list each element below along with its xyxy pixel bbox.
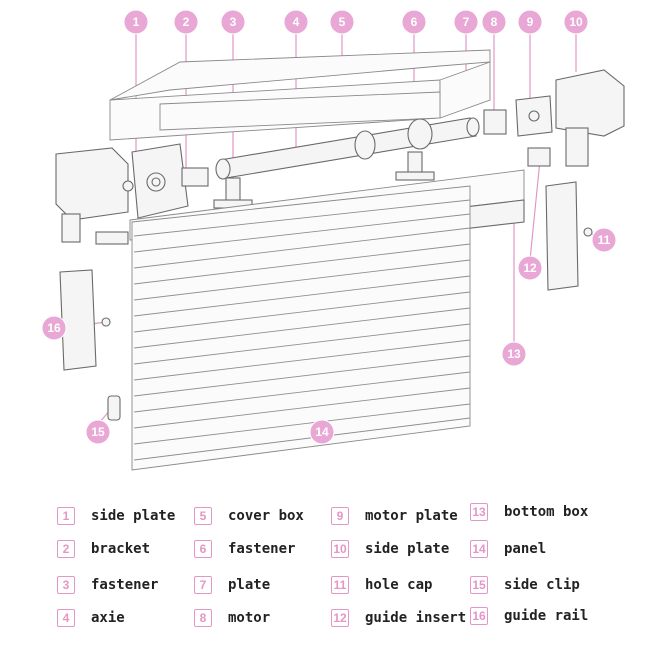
callout-2: 2: [173, 9, 199, 35]
legend-item-14: 14 panel: [470, 537, 546, 561]
callout-11: 11: [591, 227, 617, 253]
svg-text:3: 3: [230, 15, 237, 29]
svg-text:13: 13: [507, 347, 521, 361]
guide-rail-right-part: [545, 181, 593, 291]
svg-text:14: 14: [315, 425, 329, 439]
legend-label: hole cap: [365, 577, 433, 593]
svg-text:4: 4: [293, 15, 300, 29]
callout-4: 4: [283, 9, 309, 35]
callout-14: 14: [309, 419, 335, 445]
legend-label: plate: [228, 577, 271, 593]
legend-label: guide rail: [504, 608, 589, 624]
legend-badge: 16: [470, 607, 488, 625]
svg-text:11: 11: [598, 233, 611, 247]
callout-7: 7: [453, 9, 479, 35]
callout-15: 15: [85, 419, 111, 445]
callout-5: 5: [329, 9, 355, 35]
legend-item-4: 4 axie: [57, 606, 125, 630]
svg-text:2: 2: [183, 15, 190, 29]
callout-9: 9: [517, 9, 543, 35]
callout-8: 8: [481, 9, 507, 35]
guide-rail-left-part: [59, 269, 111, 371]
legend-item-2: 2 bracket: [57, 537, 150, 561]
legend-item-1: 1 side plate: [57, 504, 175, 528]
side-clip-part: [107, 395, 121, 421]
side-plate-left-part: [55, 147, 134, 243]
legend-badge: 6: [194, 540, 212, 558]
legend-item-15: 15 side clip: [470, 573, 580, 597]
svg-text:12: 12: [523, 261, 537, 275]
fastener-left-part: [213, 177, 253, 209]
svg-text:7: 7: [463, 15, 470, 29]
legend-label: side plate: [91, 508, 176, 524]
legend-label: guide insert: [365, 610, 467, 626]
parts-legend: 1 side plate 2 bracket 3 fastener 4 axie 5 co…: [0, 496, 645, 641]
fastener-right-part: [395, 151, 435, 181]
svg-text:15: 15: [91, 425, 105, 439]
legend-badge: 9: [331, 507, 349, 525]
legend-badge: 3: [57, 576, 75, 594]
bracket-part: [131, 143, 209, 219]
legend-item-3: 3 fastener: [57, 573, 158, 597]
svg-text:8: 8: [491, 15, 498, 29]
legend-label: fastener: [228, 541, 296, 557]
legend-badge: 12: [331, 609, 349, 627]
legend-label: bracket: [91, 541, 151, 557]
motor-part: [483, 109, 507, 135]
svg-text:1: 1: [133, 15, 140, 29]
legend-badge: 13: [470, 503, 488, 521]
callout-1: 1: [123, 9, 149, 35]
legend-item-6: 6 fastener: [194, 537, 295, 561]
svg-text:5: 5: [339, 15, 346, 29]
legend-badge: 7: [194, 576, 212, 594]
legend-badge: 2: [57, 540, 75, 558]
callout-12: 12: [517, 255, 543, 281]
legend-label: side plate: [365, 541, 450, 557]
legend-badge: 11: [331, 576, 349, 594]
cover-box-part: [109, 49, 491, 141]
legend-label: panel: [504, 541, 547, 557]
legend-label: fastener: [91, 577, 159, 593]
legend-label: motor: [228, 610, 271, 626]
legend-label: motor plate: [365, 508, 458, 524]
callout-10: 10: [563, 9, 589, 35]
legend-item-12: 12 guide insert: [331, 606, 466, 630]
panel-part: [131, 185, 471, 471]
legend-label: bottom box: [504, 504, 589, 520]
callout-3: 3: [220, 9, 246, 35]
legend-badge: 15: [470, 576, 488, 594]
legend-badge: 8: [194, 609, 212, 627]
axle-part: [215, 117, 480, 180]
legend-item-9: 9 motor plate: [331, 504, 458, 528]
legend-item-13: 13 bottom box: [470, 500, 588, 524]
side-plate-right-part: [527, 69, 625, 167]
legend-item-8: 8 motor: [194, 606, 270, 630]
svg-text:9: 9: [527, 15, 534, 29]
legend-item-16: 16 guide rail: [470, 604, 588, 628]
svg-text:10: 10: [569, 15, 583, 29]
legend-badge: 14: [470, 540, 488, 558]
legend-item-7: 7 plate: [194, 573, 270, 597]
legend-badge: 5: [194, 507, 212, 525]
legend-label: cover box: [228, 508, 304, 524]
svg-text:16: 16: [47, 321, 61, 335]
callout-13: 13: [501, 341, 527, 367]
legend-badge: 1: [57, 507, 75, 525]
legend-badge: 10: [331, 540, 349, 558]
svg-text:6: 6: [411, 15, 418, 29]
legend-label: axie: [91, 610, 125, 626]
legend-item-11: 11 hole cap: [331, 573, 432, 597]
callout-16: 16: [41, 315, 67, 341]
roller-shutter-exploded-diagram: 1 2 3 4 5 6 7 8 9 10 11 12 13 14 15 16: [41, 9, 625, 471]
legend-badge: 4: [57, 609, 75, 627]
guide-insert-part: [95, 231, 129, 245]
motor-plate-part: [515, 95, 553, 137]
legend-item-10: 10 side plate: [331, 537, 449, 561]
callout-6: 6: [401, 9, 427, 35]
legend-label: side clip: [504, 577, 580, 593]
legend-item-5: 5 cover box: [194, 504, 304, 528]
